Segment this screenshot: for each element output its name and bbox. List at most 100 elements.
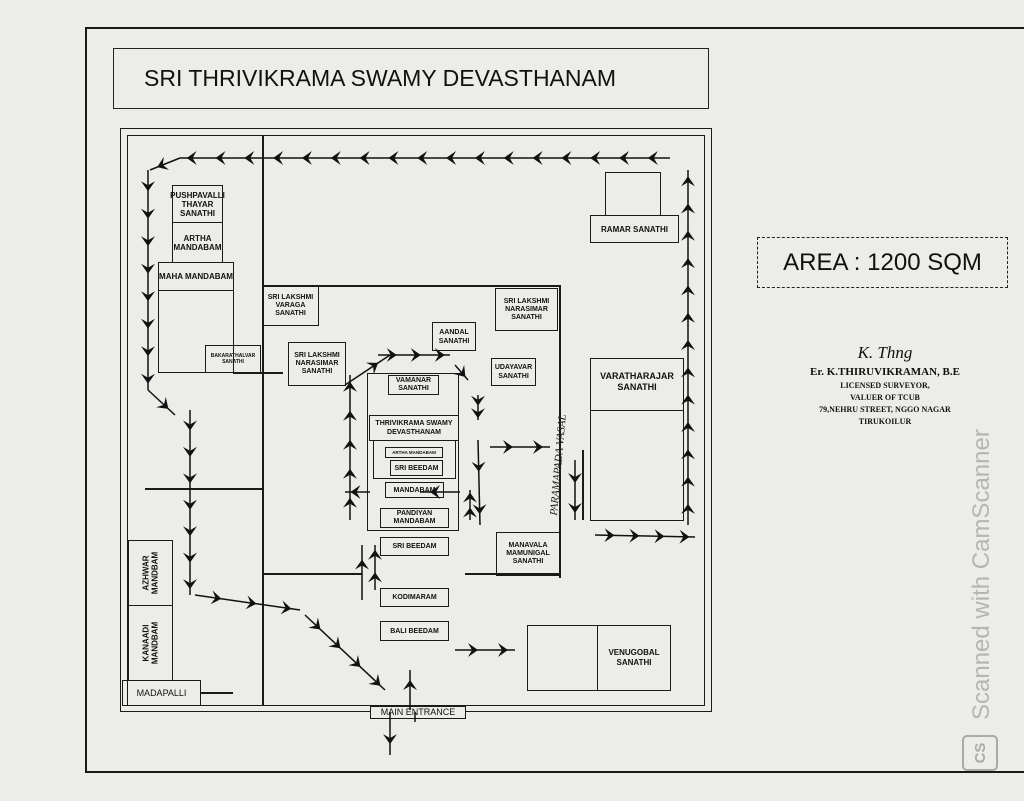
- signature-line1: LICENSED SURVEYOR,: [840, 381, 930, 390]
- arrow-chevron: [629, 528, 640, 543]
- path-line: [147, 389, 176, 416]
- arrow-chevron: [245, 595, 257, 610]
- arrow-chevron: [183, 552, 197, 563]
- arrow-chevron: [681, 367, 695, 378]
- arrow-chevron: [328, 636, 341, 649]
- arrow-chevron: [410, 348, 421, 362]
- arrow-chevron: [503, 440, 513, 454]
- arrow-chevron: [471, 408, 485, 419]
- manavala-mamunigal-sanathi: MANAVALA MAMUNIGAL SANATHI: [496, 532, 560, 576]
- arrow-chevron: [532, 151, 543, 165]
- arrow-chevron: [343, 497, 357, 508]
- path-line: [149, 157, 181, 171]
- arrow-chevron: [681, 476, 695, 487]
- arrow-chevron: [471, 461, 486, 472]
- madapalli: MADAPALLI: [122, 680, 201, 706]
- paper-border-bottom: [85, 771, 1024, 773]
- aandal-sanathi: AANDAL SANATHI: [432, 322, 476, 351]
- arrow-chevron: [604, 528, 615, 543]
- arrow-chevron: [141, 263, 155, 274]
- madapalli-stub: [201, 692, 233, 694]
- arrow-chevron: [215, 151, 226, 165]
- bali-beedam: BALI BEEDAM: [380, 621, 449, 641]
- sanctum: [373, 440, 456, 479]
- arrow-chevron: [359, 151, 370, 165]
- arrow-chevron: [590, 151, 601, 165]
- inner-enclosure-top: [262, 285, 560, 287]
- arrow-chevron: [368, 673, 381, 686]
- inner-enclosure-right: [559, 285, 561, 578]
- inner-wall: [127, 135, 705, 706]
- arrow-chevron: [681, 503, 695, 514]
- arrow-chevron: [343, 468, 357, 479]
- arrow-chevron: [681, 312, 695, 323]
- arrow-chevron: [330, 151, 341, 165]
- arrow-chevron: [681, 285, 695, 296]
- arrow-chevron: [141, 236, 155, 247]
- main-entrance: MAIN ENTRANCE: [370, 706, 466, 719]
- signature-line4: TIRUKOILUR: [858, 417, 912, 426]
- arrow-chevron: [141, 318, 155, 329]
- arrow-chevron: [355, 559, 369, 570]
- arrow-chevron: [388, 151, 399, 165]
- arrow-chevron: [403, 680, 417, 690]
- arrow-chevron: [343, 410, 357, 421]
- area-label: AREA : 1200 SQM: [757, 237, 1008, 288]
- inner-enclosure-bottom-right: [465, 573, 560, 575]
- arrow-chevron: [430, 485, 440, 499]
- plan-title: SRI THRIVIKRAMA SWAMY DEVASTHANAM: [113, 48, 709, 109]
- arrow-chevron: [186, 151, 197, 165]
- udayavar-sanathi: UDAYAVAR SANATHI: [491, 358, 536, 386]
- mandabam: MANDABAM: [385, 482, 444, 498]
- arrow-chevron: [141, 373, 155, 384]
- arrow-chevron: [368, 549, 382, 560]
- signature-line3: 79,NEHRU STREET, NGGO NAGAR: [819, 405, 951, 414]
- arrow-chevron: [498, 643, 508, 657]
- sri-beedam: SRI BEEDAM: [380, 537, 449, 556]
- path-line: [194, 594, 301, 611]
- arrow-chevron: [681, 421, 695, 432]
- venugobal-sanathi: VENUGOBAL SANATHI: [597, 625, 671, 691]
- arrow-chevron: [681, 258, 695, 269]
- arrow-chevron: [568, 473, 582, 483]
- bakarathalvar-sanathi: BAKARATHALVAR SANATHI: [205, 345, 261, 373]
- arrow-chevron: [561, 151, 572, 165]
- arrow-chevron: [619, 151, 629, 165]
- arrow-chevron: [468, 643, 478, 657]
- arrow-chevron: [156, 396, 169, 409]
- arrow-chevron: [681, 230, 695, 241]
- arrow-chevron: [681, 449, 695, 460]
- arrow-chevron: [157, 156, 170, 170]
- arrow-chevron: [183, 526, 197, 537]
- arrow-chevron: [681, 203, 695, 214]
- pandiyan-mandabam: PANDIYAN MANDABAM: [380, 508, 449, 528]
- arrow-chevron: [273, 151, 284, 165]
- arrow-chevron: [210, 590, 222, 605]
- arrow-chevron: [244, 151, 255, 165]
- left-divider: [145, 488, 262, 490]
- arrow-chevron: [471, 395, 485, 406]
- sri-lakshmi-narasimar-sanathi-left: SRI LAKSHMI NARASIMAR SANATHI: [288, 342, 346, 386]
- signature-scribble: K. Thng: [857, 343, 913, 362]
- signature-line2: VALUER OF TCUB: [850, 393, 920, 402]
- arrow-chevron: [434, 348, 445, 362]
- inner-enclosure-bottom-left: [262, 573, 362, 575]
- ramar-sanathi: RAMAR SANATHI: [590, 215, 679, 243]
- arrow-chevron: [141, 291, 155, 302]
- arrow-chevron: [183, 499, 197, 510]
- arrow-chevron: [474, 151, 485, 165]
- sri-lakshmi-varaga-sanathi: SRI LAKSHMI VARAGA SANATHI: [262, 285, 319, 326]
- arrow-chevron: [301, 151, 312, 165]
- arrow-chevron: [568, 503, 582, 513]
- arrow-chevron: [368, 572, 382, 583]
- vamanar-sanathi: VAMANAR SANATHI: [388, 375, 439, 395]
- arrow-chevron: [343, 439, 357, 450]
- arrow-chevron: [348, 655, 361, 667]
- wall-stub: [233, 372, 283, 374]
- arrow-chevron: [463, 507, 477, 518]
- sri-lakshmi-narasimar-sanathi-right: SRI LAKSHMI NARASIMAR SANATHI: [495, 288, 558, 331]
- arrow-chevron: [386, 348, 397, 362]
- arrow-chevron: [141, 208, 155, 219]
- arrow-chevron: [472, 504, 487, 515]
